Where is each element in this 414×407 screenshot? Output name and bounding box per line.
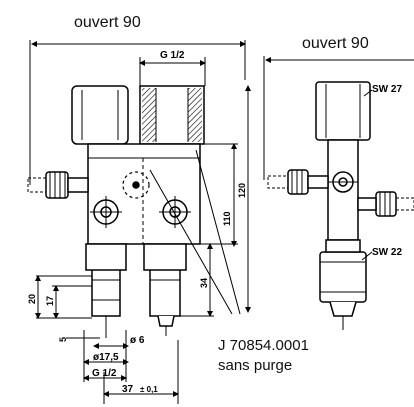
side-knob-right-view-right [375,191,397,217]
diameter-17-5-label: ø17,5 [93,352,119,363]
sw-27-label: SW 27 [372,84,402,95]
hex-nut-top [315,81,371,141]
hex-nut-bottom [319,251,367,303]
dim-17-label: 17 [45,296,55,306]
reference-leader-2 [195,149,241,315]
dim-20-label: 20 [27,294,37,304]
purge-port-dashed [122,171,150,199]
right-valve-view [263,56,414,330]
width-37-label: 37 [122,384,134,395]
reference-leader-1 [149,169,233,315]
tolerance-label: ± 0,1 [140,385,158,394]
handwheel-cap-left [71,85,129,145]
valve-body [87,143,201,245]
opening-label-right: ouvert 90 [302,35,369,52]
side-knob-right-view-left [287,169,309,195]
sw-22-label: SW 22 [372,247,402,258]
dim-110-label: 110 [222,211,232,226]
fitting-right [149,267,181,317]
part-reference: J 70854.0001 [218,337,309,354]
bottom-thread-label: G 1/2 [92,368,117,379]
dim-5-label: 5 [58,337,68,342]
top-thread-label-left: G 1/2 [160,50,185,61]
dim-120-label: 120 [237,183,247,198]
diameter-6-label: ø 6 [130,335,145,346]
part-note: sans purge [218,357,293,374]
opening-label-left: ouvert 90 [74,14,141,31]
left-valve-view [27,40,251,404]
fitting-left [91,267,121,317]
dim-34-label: 34 [199,278,209,288]
